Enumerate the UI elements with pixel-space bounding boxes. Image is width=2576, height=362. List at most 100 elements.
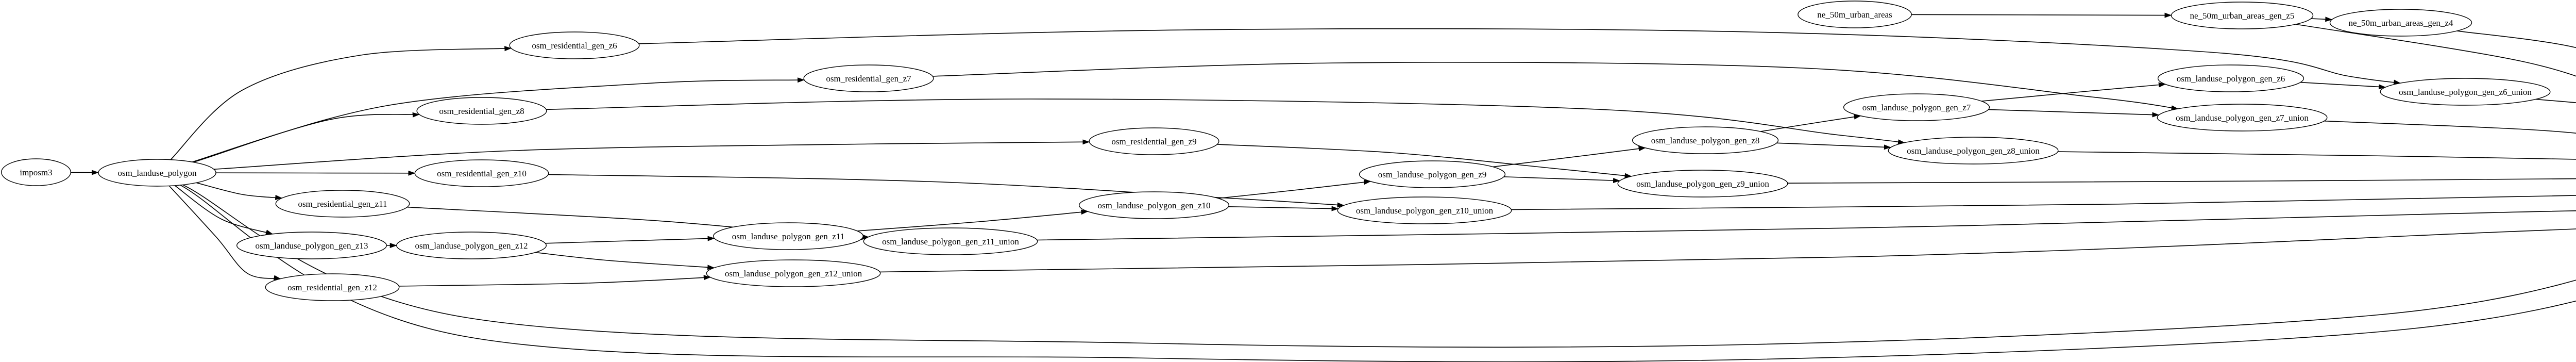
edge-osm_residential_gen_z8-to-osm_landuse_polygon_gen_z8_union	[546, 98, 1905, 145]
osm_landuse_polygon_gen_z12_union-shape	[706, 259, 881, 287]
osm_residential_gen_z7-shape	[803, 64, 934, 92]
edge-ne_50m_urban_areas-to-ne_50m_urban_areas_gen_z5	[1911, 12, 2172, 18]
osm_landuse_polygon_gen_z7_union-label: osm_landuse_polygon_gen_z7_union	[2176, 113, 2309, 123]
edge-osm_landuse_polygon_gen_z12-to-osm_landuse_polygon_gen_z11	[545, 236, 715, 244]
osm_landuse_polygon_gen_z12-label: osm_landuse_polygon_gen_z12	[415, 241, 528, 251]
osm_landuse_polygon_gen_z7-label: osm_landuse_polygon_gen_z7	[1862, 103, 1971, 112]
osm_landuse_polygon_gen_z6-shape	[2157, 64, 2304, 92]
edge-osm_landuse_polygon_gen_z10_union-to-layer_landuse-z10	[1511, 195, 2576, 210]
edge-osm_residential_gen_z7-to-osm_landuse_polygon_gen_z7_union	[933, 62, 2179, 111]
osm_landuse_polygon_gen_z8_union-label: osm_landuse_polygon_gen_z8_union	[1907, 146, 2040, 156]
edge-osm_landuse_polygon-to-layer_landuse-z13	[182, 184, 2576, 348]
osm_landuse_polygon-shape	[98, 159, 216, 187]
osm_landuse_polygon_gen_z8-label: osm_landuse_polygon_gen_z8	[1651, 136, 1760, 145]
node-osm_landuse_polygon_gen_z10_union: osm_landuse_polygon_gen_z10_union	[1337, 196, 1512, 224]
edge-osm_landuse_polygon_gen_z8-to-osm_landuse_polygon_gen_z7	[1760, 114, 1861, 132]
edge-osm_landuse_polygon-to-osm_landuse_polygon_gen_z13	[174, 185, 273, 235]
edge-osm_landuse_polygon-to-osm_residential_gen_z6	[170, 46, 512, 160]
osm_residential_gen_z8-shape	[416, 97, 547, 125]
osm_residential_gen_z6-label: osm_residential_gen_z6	[532, 41, 617, 51]
imposm3-label: imposm3	[20, 168, 52, 177]
edge-osm_landuse_polygon_gen_z7-to-osm_landuse_polygon_gen_z7_union	[1988, 109, 2160, 118]
osm_residential_gen_z8-label: osm_residential_gen_z8	[439, 106, 524, 116]
osm_residential_gen_z11-shape	[275, 190, 410, 218]
ne_50m_urban_areas_gen_z4-label: ne_50m_urban_areas_gen_z4	[2349, 18, 2453, 28]
edge-ne_50m_urban_areas_gen_z5-to-ne_50m_urban_areas_gen_z4	[2311, 17, 2333, 22]
node-ne_50m_urban_areas: ne_50m_urban_areas	[1798, 1, 1912, 28]
osm_landuse_polygon_gen_z11_union-label: osm_landuse_polygon_gen_z11_union	[882, 237, 1019, 246]
node-osm_landuse_polygon_gen_z8: osm_landuse_polygon_gen_z8	[1632, 126, 1779, 154]
osm_residential_gen_z7-label: osm_residential_gen_z7	[826, 74, 911, 84]
osm_residential_gen_z10-label: osm_residential_gen_z10	[437, 169, 527, 178]
edge-osm_landuse_polygon_gen_z11_union-to-layer_landuse-z11	[1037, 210, 2576, 241]
edge-osm_landuse_polygon_gen_z7_union-to-layer_landuse-z7	[2324, 120, 2576, 134]
edge-osm_landuse_polygon_gen_z12_union-to-layer_landuse-z12	[879, 228, 2576, 273]
node-osm_residential_gen_z7: osm_residential_gen_z7	[803, 64, 934, 92]
ne_50m_urban_areas_gen_z4-shape	[2329, 9, 2472, 37]
edge-osm_landuse_polygon_gen_z8_union-to-layer_landuse-z8	[2058, 151, 2576, 160]
osm_residential_gen_z11-label: osm_residential_gen_z11	[298, 199, 387, 209]
edge-osm_landuse_polygon_gen_z10-to-osm_landuse_polygon_gen_z10_union	[1228, 206, 1339, 211]
osm_landuse_polygon_gen_z9-label: osm_landuse_polygon_gen_z9	[1378, 170, 1487, 179]
osm_landuse_polygon_gen_z10_union-label: osm_landuse_polygon_gen_z10_union	[1356, 206, 1494, 216]
node-osm_landuse_polygon_gen_z7: osm_landuse_polygon_gen_z7	[1843, 93, 1990, 121]
edge-osm_landuse_polygon_gen_z7-to-osm_landuse_polygon_gen_z6	[1981, 82, 2166, 102]
ne_50m_urban_areas-shape	[1798, 1, 1912, 28]
edge-ne_50m_urban_areas_gen_z4-to-layer_landuse-z4	[2456, 30, 2576, 48]
osm_landuse_polygon_gen_z11-shape	[713, 222, 863, 250]
edge-osm_landuse_polygon_gen_z9_union-to-layer_landuse-z9	[1787, 178, 2576, 184]
osm_landuse_polygon_gen_z11-label: osm_landuse_polygon_gen_z11	[732, 232, 844, 241]
osm_landuse_polygon_gen_z10-label: osm_landuse_polygon_gen_z10	[1097, 201, 1210, 210]
edge-osm_landuse_polygon-to-osm_residential_gen_z9	[214, 139, 1090, 170]
osm_landuse_polygon-label: osm_landuse_polygon	[118, 168, 197, 178]
edge-osm_landuse_polygon_gen_z10-to-osm_landuse_polygon_gen_z9	[1218, 179, 1371, 199]
node-osm_landuse_polygon_gen_z9_union: osm_landuse_polygon_gen_z9_union	[1617, 170, 1788, 198]
edge-osm_landuse_polygon_gen_z8-to-osm_landuse_polygon_gen_z8_union	[1776, 142, 1891, 150]
osm_residential_gen_z12-label: osm_residential_gen_z12	[287, 283, 377, 292]
edges	[71, 12, 2576, 362]
node-osm_landuse_polygon_gen_z10: osm_landuse_polygon_gen_z10	[1078, 191, 1229, 219]
osm_landuse_polygon_gen_z10_union-shape	[1337, 196, 1512, 224]
node-osm_residential_gen_z8: osm_residential_gen_z8	[416, 97, 547, 125]
node-osm_residential_gen_z12: osm_residential_gen_z12	[265, 273, 400, 301]
ne_50m_urban_areas_gen_z5-shape	[2171, 2, 2314, 29]
osm_landuse_polygon_gen_z8_union-shape	[1888, 137, 2059, 164]
osm_landuse_polygon_gen_z12_union-label: osm_landuse_polygon_gen_z12_union	[725, 269, 862, 278]
edge-osm_landuse_polygon-to-osm_residential_gen_z12	[168, 185, 281, 281]
node-osm_landuse_polygon_gen_z12: osm_landuse_polygon_gen_z12	[396, 232, 547, 259]
edge-osm_landuse_polygon-to-osm_residential_gen_z11	[196, 182, 283, 200]
osm_landuse_polygon_gen_z6-label: osm_landuse_polygon_gen_z6	[2177, 74, 2285, 84]
imposm3-shape	[1, 158, 72, 186]
osm_landuse_polygon_gen_z13-label: osm_landuse_polygon_gen_z13	[255, 241, 368, 251]
edge-osm_residential_gen_z9-to-osm_landuse_polygon_gen_z9_union	[1217, 144, 1632, 178]
edge-osm_residential_gen_z12-to-osm_landuse_polygon_gen_z12_union	[399, 275, 711, 287]
node-ne_50m_urban_areas_gen_z4: ne_50m_urban_areas_gen_z4	[2329, 9, 2472, 37]
node-osm_landuse_polygon_gen_z12_union: osm_landuse_polygon_gen_z12_union	[706, 259, 881, 287]
edge-ne_50m_urban_areas_gen_z5-to-layer_landuse-z5	[2295, 24, 2576, 77]
node-osm_landuse_polygon_gen_z13: osm_landuse_polygon_gen_z13	[236, 232, 387, 259]
node-imposm3: imposm3	[1, 158, 72, 186]
edge-osm_landuse_polygon_gen_z12-to-osm_landuse_polygon_gen_z12_union	[535, 252, 715, 270]
osm_landuse_polygon_gen_z9_union-shape	[1617, 170, 1788, 198]
osm_residential_gen_z10-shape	[414, 159, 549, 187]
node-osm_residential_gen_z10: osm_residential_gen_z10	[414, 159, 549, 187]
osm_landuse_polygon_gen_z8-shape	[1632, 126, 1779, 154]
edge-osm_residential_gen_z6-to-osm_landuse_polygon_gen_z6_union	[638, 28, 2401, 85]
node-osm_landuse_polygon_gen_z9: osm_landuse_polygon_gen_z9	[1359, 160, 1506, 188]
osm_landuse_polygon_gen_z10-shape	[1078, 191, 1229, 219]
osm_landuse_polygon_gen_z13-shape	[236, 232, 387, 259]
node-osm_landuse_polygon_gen_z8_union: osm_landuse_polygon_gen_z8_union	[1888, 137, 2059, 164]
osm_landuse_polygon_gen_z6_union-shape	[2380, 78, 2551, 106]
osm_residential_gen_z6-shape	[509, 31, 640, 59]
edge-osm_landuse_polygon_gen_z6-to-osm_landuse_polygon_gen_z6_union	[2300, 81, 2386, 90]
node-ne_50m_urban_areas_gen_z5: ne_50m_urban_areas_gen_z5	[2171, 2, 2314, 29]
osm_residential_gen_z12-shape	[265, 273, 400, 301]
edge-osm_landuse_polygon_gen_z11-to-osm_landuse_polygon_gen_z10	[857, 209, 1089, 232]
edge-osm_landuse_polygon_gen_z6_union-to-layer_landuse-z6	[2536, 98, 2576, 103]
edge-osm_residential_gen_z10-to-osm_landuse_polygon_gen_z10_union	[548, 174, 1345, 208]
osm_landuse_polygon_gen_z11_union-shape	[863, 227, 1038, 255]
node-osm_residential_gen_z6: osm_residential_gen_z6	[509, 31, 640, 59]
node-osm_landuse_polygon_gen_z7_union: osm_landuse_polygon_gen_z7_union	[2157, 104, 2328, 131]
